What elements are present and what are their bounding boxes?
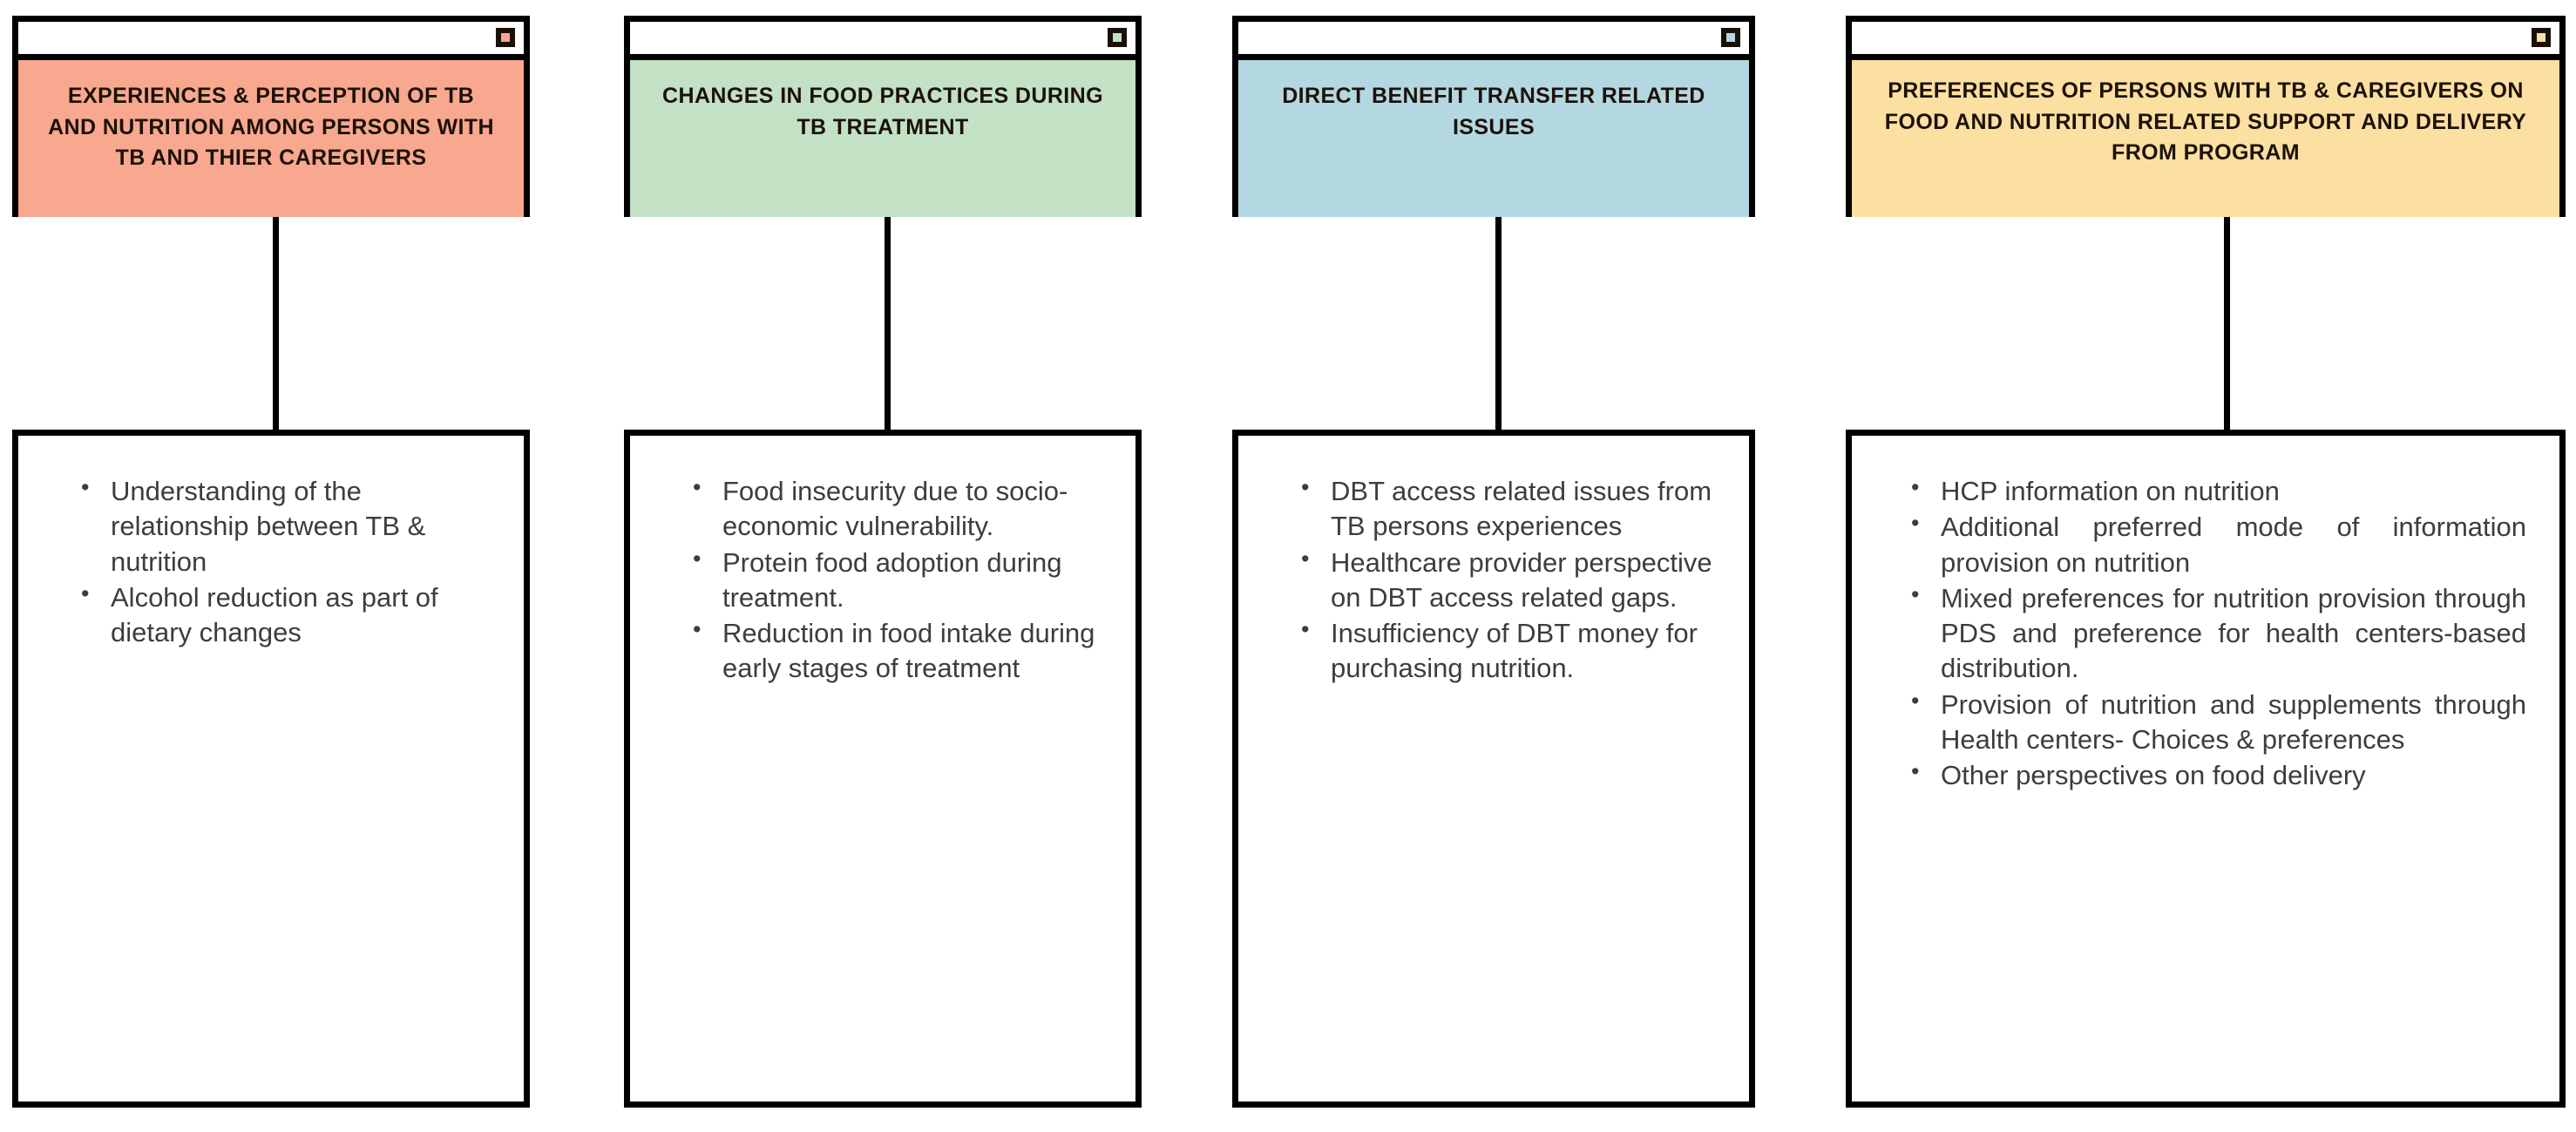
detail-card-theme-3[interactable]: DBT access related issues from TB person… xyxy=(1232,430,1755,1108)
header-body-theme-2: CHANGES IN FOOD PRACTICES DURING TB TREA… xyxy=(630,60,1135,217)
list-item: DBT access related issues from TB person… xyxy=(1301,472,1723,545)
header-label-theme-4: PREFERENCES OF PERSONS WITH TB & CAREGIV… xyxy=(1884,78,2527,165)
header-titlebar-theme-4 xyxy=(1852,22,2559,60)
connector-theme-1 xyxy=(273,217,279,430)
list-item: Protein food adoption during treatment. xyxy=(693,544,1109,616)
detail-card-theme-1[interactable]: Understanding of the relationship betwee… xyxy=(12,430,530,1108)
list-item: Mixed preferences for nutrition provisio… xyxy=(1911,580,2526,687)
header-label-theme-2: CHANGES IN FOOD PRACTICES DURING TB TREA… xyxy=(662,84,1103,139)
list-item: Provision of nutrition and supplements t… xyxy=(1911,686,2526,758)
small-square-icon[interactable] xyxy=(496,28,515,47)
detail-card-theme-4[interactable]: HCP information on nutrition Additional … xyxy=(1846,430,2566,1108)
header-label-theme-3: DIRECT BENEFIT TRANSFER RELATED ISSUES xyxy=(1282,84,1705,139)
connector-theme-2 xyxy=(885,217,891,430)
small-square-icon[interactable] xyxy=(2532,28,2551,47)
list-item: Understanding of the relationship betwee… xyxy=(81,472,498,580)
list-item: Other perspectives on food delivery xyxy=(1911,756,2526,793)
list-item: Reduction in food intake during early st… xyxy=(693,614,1109,687)
header-card-theme-3[interactable]: DIRECT BENEFIT TRANSFER RELATED ISSUES xyxy=(1232,16,1755,217)
list-item: Healthcare provider perspective on DBT a… xyxy=(1301,544,1723,616)
header-titlebar-theme-1 xyxy=(18,22,524,60)
bullet-list-theme-3: DBT access related issues from TB person… xyxy=(1238,436,1749,687)
header-body-theme-1: EXPERIENCES & PERCEPTION OF TB AND NUTRI… xyxy=(18,60,524,217)
header-titlebar-theme-2 xyxy=(630,22,1135,60)
bullet-list-theme-2: Food insecurity due to socio-economic vu… xyxy=(630,436,1135,687)
bullet-list-theme-4: HCP information on nutrition Additional … xyxy=(1852,436,2559,794)
list-item: Alcohol reduction as part of dietary cha… xyxy=(81,579,498,651)
header-body-theme-3: DIRECT BENEFIT TRANSFER RELATED ISSUES xyxy=(1238,60,1749,217)
small-square-icon[interactable] xyxy=(1721,28,1740,47)
header-card-theme-1[interactable]: EXPERIENCES & PERCEPTION OF TB AND NUTRI… xyxy=(12,16,530,217)
header-card-theme-2[interactable]: CHANGES IN FOOD PRACTICES DURING TB TREA… xyxy=(624,16,1142,217)
list-item: Insufficiency of DBT money for purchasin… xyxy=(1301,614,1723,687)
connector-theme-4 xyxy=(2224,217,2230,430)
connector-theme-3 xyxy=(1495,217,1502,430)
list-item: Food insecurity due to socio-economic vu… xyxy=(693,472,1109,545)
list-item: Additional preferred mode of information… xyxy=(1911,508,2526,580)
small-square-icon[interactable] xyxy=(1108,28,1127,47)
header-titlebar-theme-3 xyxy=(1238,22,1749,60)
bullet-list-theme-1: Understanding of the relationship betwee… xyxy=(18,436,524,650)
header-body-theme-4: PREFERENCES OF PERSONS WITH TB & CAREGIV… xyxy=(1852,60,2559,217)
header-label-theme-1: EXPERIENCES & PERCEPTION OF TB AND NUTRI… xyxy=(48,84,494,170)
list-item: HCP information on nutrition xyxy=(1911,472,2526,509)
header-card-theme-4[interactable]: PREFERENCES OF PERSONS WITH TB & CAREGIV… xyxy=(1846,16,2566,217)
detail-card-theme-2[interactable]: Food insecurity due to socio-economic vu… xyxy=(624,430,1142,1108)
